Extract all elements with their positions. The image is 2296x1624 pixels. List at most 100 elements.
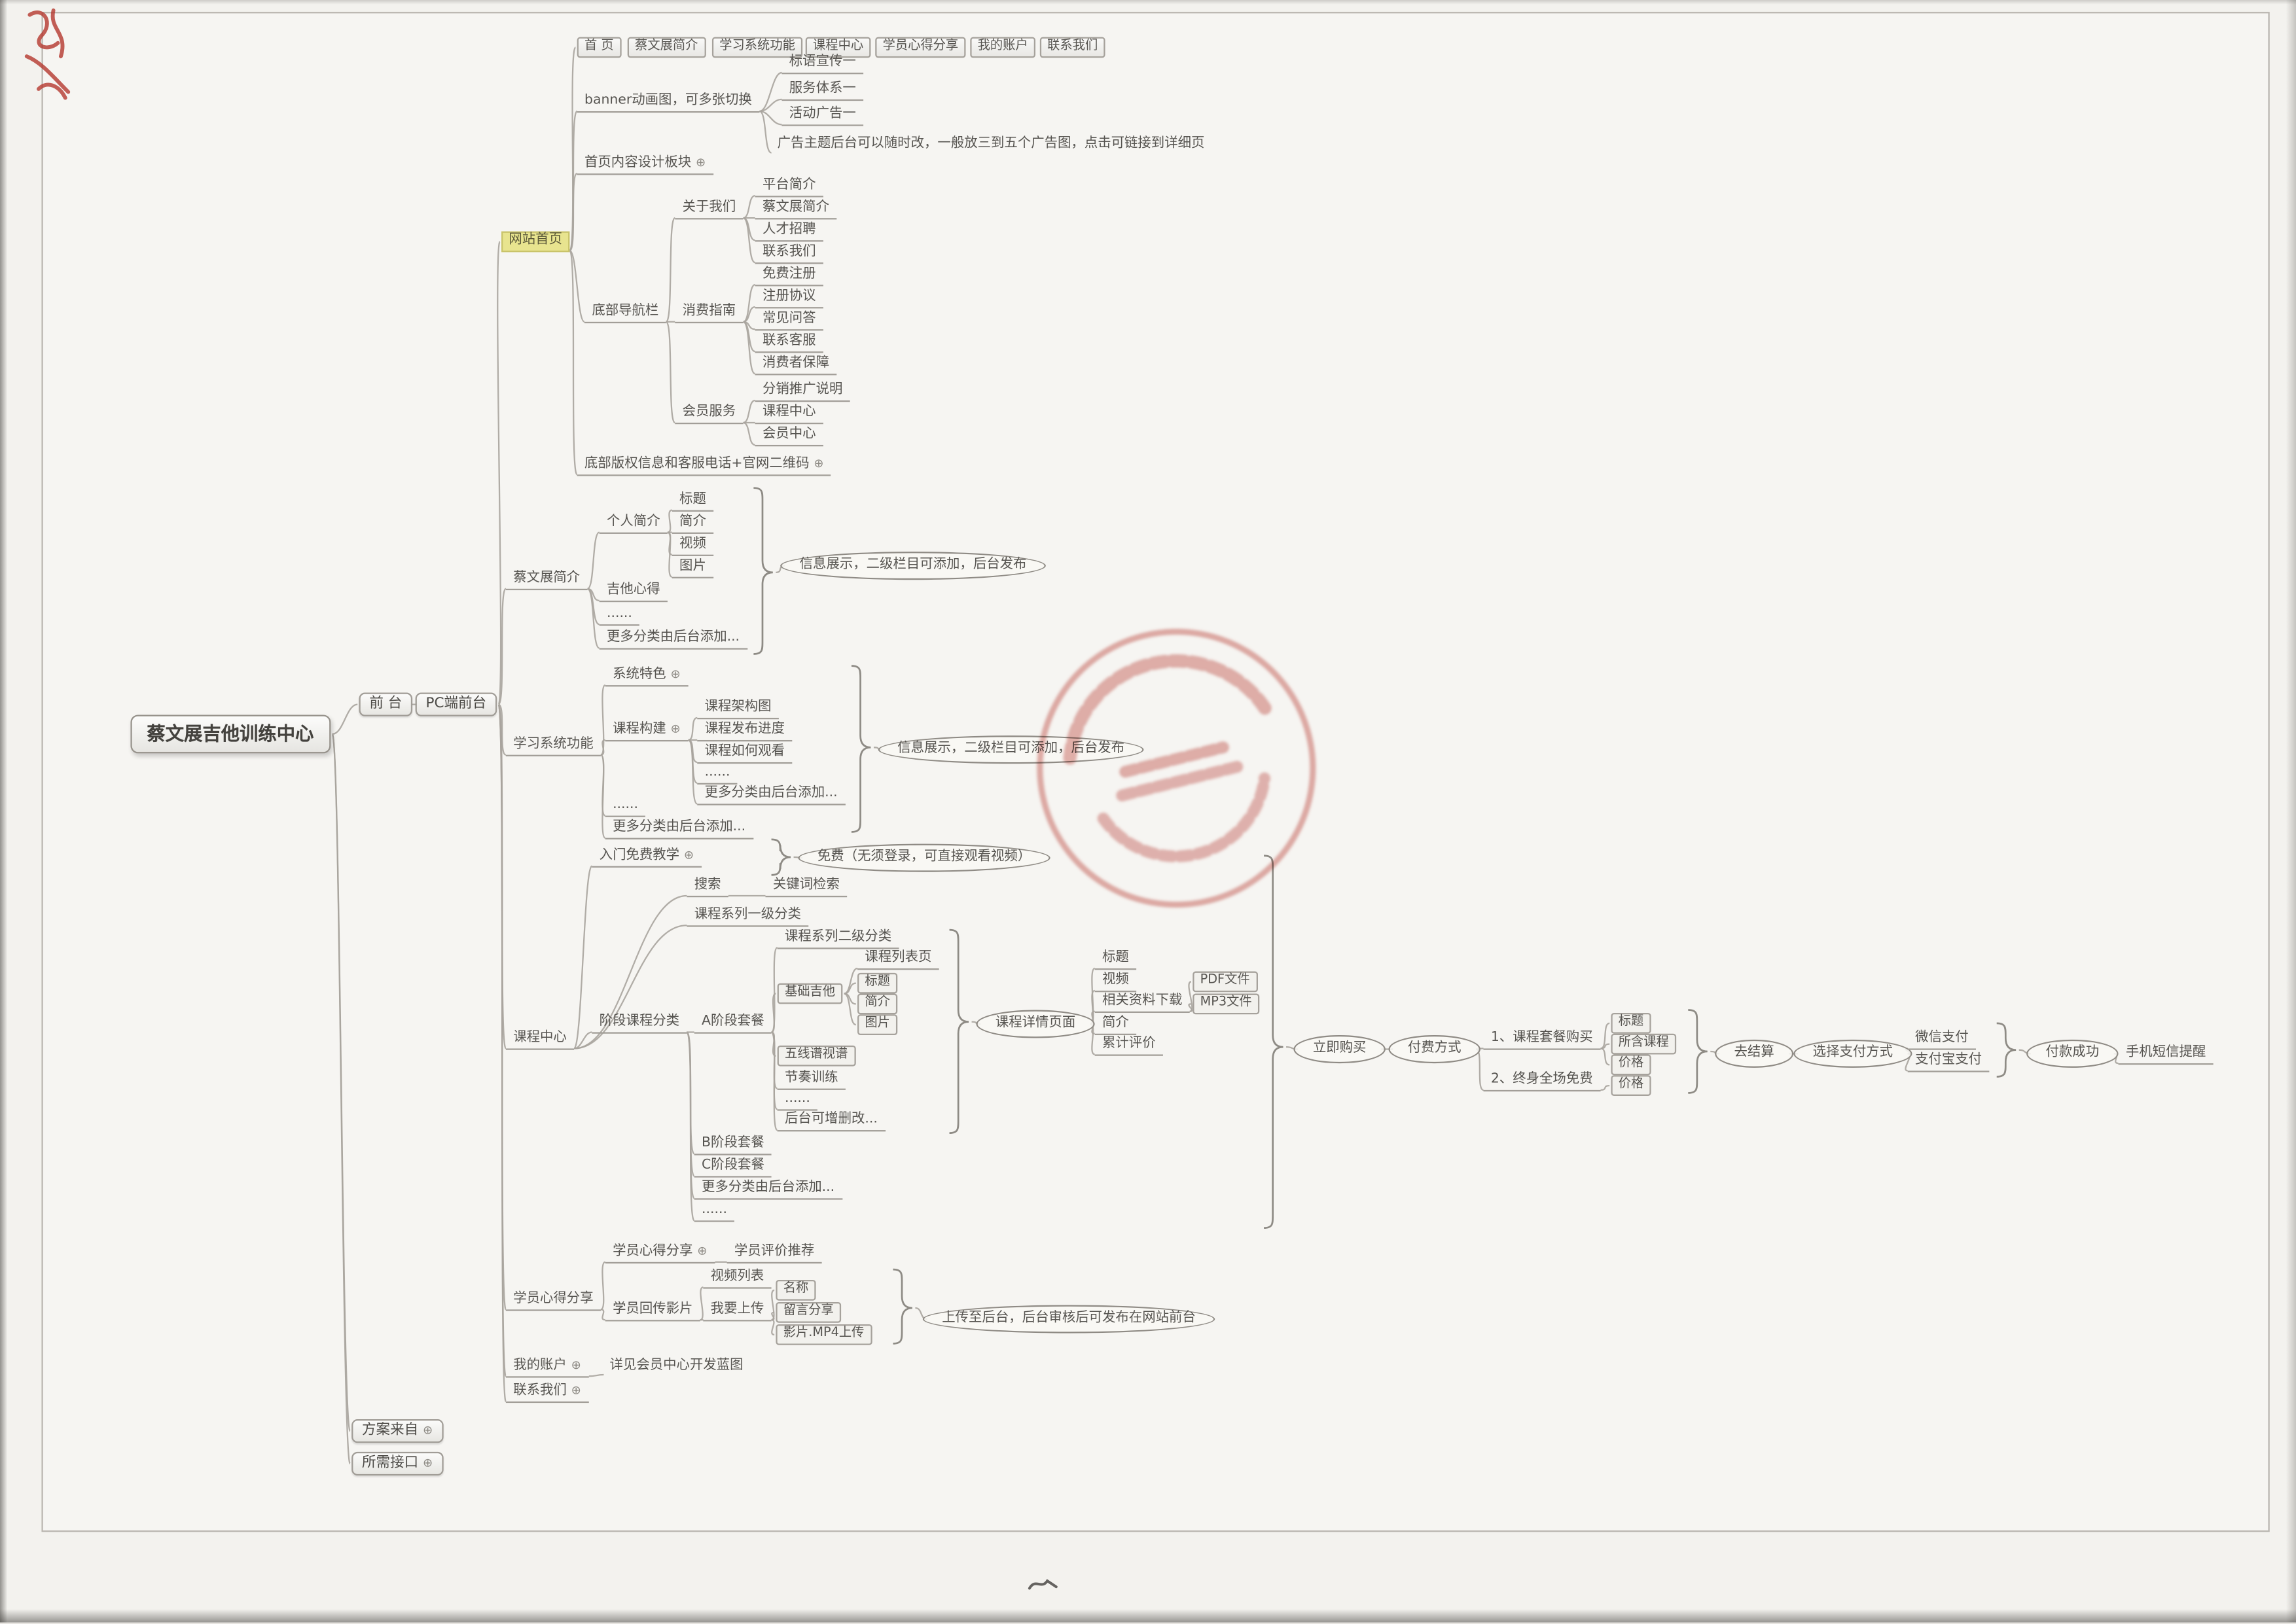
node-label: 网站首页 [509, 232, 563, 248]
scan-shadow-left [0, 0, 8, 1623]
node-pdf: PDF文件 [1193, 971, 1258, 992]
node-label: 方案来自 [362, 1422, 419, 1439]
node-gengduo1: 更多分类由后台添加... [599, 630, 747, 650]
node-label: 所需接口 [362, 1455, 419, 1472]
node-dibu: 底部导航栏 [584, 304, 666, 324]
connector-kecheng-rumen [573, 865, 593, 1050]
node-label: 名称 [783, 1281, 809, 1296]
node-bn3: 活动广告一 [781, 107, 864, 127]
node-label: 所含课程 [1618, 1035, 1669, 1050]
node-zhanghu: 我的账户⊕ [505, 1358, 589, 1379]
node-label: 图片 [865, 1015, 890, 1031]
node-qiantai: 前 台 [359, 692, 413, 716]
node-jiezou: 节奏训练 [777, 1070, 846, 1091]
node-label: 课程中心 [762, 404, 816, 420]
node-label: 去结算 [1734, 1045, 1774, 1061]
node-houtai1: 后台可增删改... [777, 1112, 886, 1132]
node-bn4: 广告主题后台可以随时改，一般放三到五个广告图，点击可链接到详细页 [772, 137, 1211, 155]
node-pay1: 1、课程套餐购买 [1483, 1031, 1600, 1051]
node-label: 学员心得分享 [882, 38, 959, 54]
connector-kecheng-yiji [574, 925, 687, 1050]
connector-shangchuan-mp4 [771, 1319, 775, 1335]
connector-xuexi-xitong [600, 684, 606, 756]
node-bjieduan: B阶段套餐 [694, 1136, 772, 1156]
node-shouye: 网站首页 [501, 231, 570, 253]
stamp-ring [1037, 628, 1316, 908]
connector-root-qiantai [332, 703, 358, 735]
node-label: 简介 [679, 514, 706, 530]
connector-geren-gr4 [667, 531, 673, 578]
node-label: 课程系列二级分类 [784, 930, 892, 945]
connector-banner-bn4 [759, 110, 772, 154]
connector-shouye-neirong [569, 173, 578, 252]
connector-pcduan-shouye [497, 241, 502, 705]
node-sousuo: 搜索 [687, 878, 728, 898]
node-ajieduan: A阶段套餐 [694, 1014, 772, 1034]
connector-xinde-xindefx [600, 1261, 606, 1311]
node-label: 学员回传影片 [613, 1301, 693, 1317]
node-gy1: 平台简介 [755, 178, 823, 198]
node-label: 课程架构图 [704, 699, 772, 715]
node-hy3: 会员中心 [755, 427, 823, 447]
node-label: 联系我们 [1047, 38, 1098, 54]
node-oval9: 付款成功 [2026, 1039, 2119, 1068]
node-xf1: 免费注册 [755, 267, 823, 287]
connector-xinde-huichuan [600, 1309, 605, 1321]
node-label: 手机短信提醒 [2125, 1045, 2206, 1061]
node-label: 课程发布进度 [704, 722, 785, 737]
node-label: 底部导航栏 [592, 304, 659, 319]
node-label: 联系客服 [762, 333, 816, 349]
node-label: MP3文件 [1200, 995, 1252, 1010]
node-label: A阶段套餐 [702, 1014, 764, 1029]
node-label: 广告主题后台可以随时改，一般放三到五个广告图，点击可链接到详细页 [777, 136, 1205, 152]
node-label: ...... [702, 1203, 727, 1218]
scan-shadow-right [2286, 0, 2296, 1623]
node-gy2: 蔡文展简介 [755, 200, 837, 221]
node-dots2: ...... [605, 798, 646, 818]
node-gr3: 视频 [672, 537, 714, 557]
connector-xq3-mp3 [1188, 1003, 1193, 1012]
node-label: 学员评价推荐 [734, 1244, 815, 1260]
node-gy3: 人才招聘 [755, 222, 823, 243]
node-xq1: 标题 [1094, 950, 1137, 970]
node-label: 价格 [1618, 1076, 1644, 1092]
node-label: 蔡文展简介 [762, 200, 830, 215]
node-label: 课程详情页面 [995, 1015, 1076, 1031]
node-label: 更多分类由后台添加... [606, 630, 740, 645]
node-label: 后台可增删改... [784, 1112, 878, 1127]
node-label: 简介 [865, 995, 890, 1010]
node-nav2: 蔡文展简介 [627, 37, 706, 58]
plus-icon: ⊕ [697, 1244, 708, 1258]
connector-pay2-p21 [1600, 1084, 1610, 1091]
node-fangan: 方案来自⊕ [351, 1419, 444, 1443]
node-jianjie: 蔡文展简介 [505, 571, 588, 591]
node-label: 吉他心得 [606, 582, 660, 598]
node-label: 蔡文展简介 [513, 571, 581, 586]
node-label: 2、终身全场免费 [1490, 1072, 1593, 1087]
node-label: 联系我们 [513, 1383, 567, 1399]
node-dots1: ...... [599, 607, 640, 627]
node-label: ...... [704, 765, 730, 781]
node-label: 标题 [1102, 950, 1129, 966]
node-label: 联系我们 [762, 244, 816, 260]
node-label: 学员心得分享 [513, 1292, 594, 1307]
node-label: 影片.MP4上传 [783, 1326, 865, 1341]
plus-icon: ⊕ [571, 1383, 581, 1398]
node-label: 蔡文展简介 [635, 38, 698, 54]
node-oval5: 立即购买 [1293, 1035, 1386, 1064]
node-zfb: 支付宝支付 [1907, 1053, 1990, 1073]
plus-icon: ⊕ [683, 848, 694, 862]
connector-shouye-dibu [569, 249, 586, 323]
scan-shadow-bottom [0, 1609, 2296, 1623]
node-xiaofei: 消费指南 [675, 304, 744, 324]
node-p13: 价格 [1611, 1054, 1651, 1075]
scan-shadow-top [0, 0, 2296, 5]
node-oval3: 免费（无须登录，可直接观看视频） [798, 843, 1050, 873]
node-erji: 课程系列二级分类 [777, 930, 899, 950]
plus-icon: ⊕ [422, 1423, 433, 1438]
node-label: 标题 [1618, 1014, 1644, 1029]
node-label: 价格 [1618, 1055, 1644, 1071]
node-label: 课程中心 [813, 38, 864, 54]
